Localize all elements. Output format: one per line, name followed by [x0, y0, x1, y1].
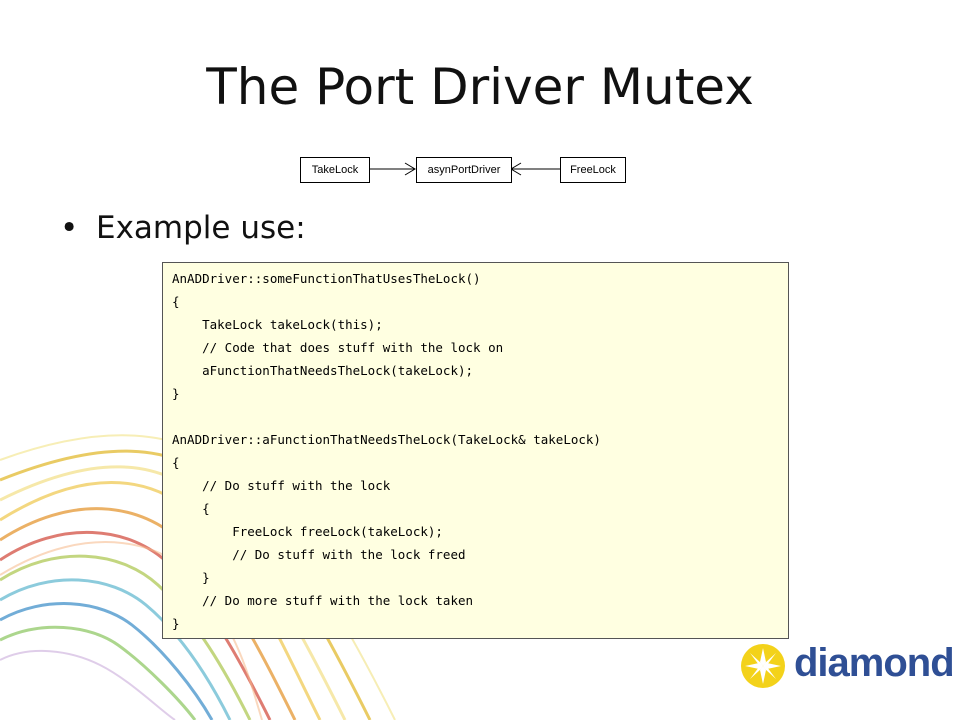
code-line: // Code that does stuff with the lock on — [172, 340, 504, 355]
code-line: // Do more stuff with the lock taken — [172, 593, 474, 608]
bullet-dot: • — [60, 210, 79, 246]
code-line: } — [172, 386, 180, 401]
code-line: } — [172, 616, 180, 631]
diagram-box-takelock: TakeLock — [300, 157, 370, 183]
code-line: { — [172, 455, 180, 470]
code-line: // Do stuff with the lock freed — [172, 547, 466, 562]
bullet-text: Example use: — [96, 210, 306, 246]
code-line: { — [172, 294, 180, 309]
code-block: AnADDriver::someFunctionThatUsesTheLock(… — [162, 262, 789, 639]
logo-wordmark: diamond — [794, 641, 955, 685]
code-line: // Do stuff with the lock — [172, 478, 391, 493]
code-line: AnADDriver::someFunctionThatUsesTheLock(… — [172, 271, 481, 286]
code-line: aFunctionThatNeedsTheLock(takeLock); — [172, 363, 474, 378]
code-line: FreeLock freeLock(takeLock); — [172, 524, 443, 539]
code-line: TakeLock takeLock(this); — [172, 317, 383, 332]
code-line — [172, 405, 788, 428]
code-line: } — [172, 570, 210, 585]
diamond-sun-icon — [741, 644, 785, 688]
bullet-item: • Example use: — [60, 210, 306, 246]
code-line: { — [172, 501, 210, 516]
code-line: AnADDriver::aFunctionThatNeedsTheLock(Ta… — [172, 432, 601, 447]
diagram-box-asynportdriver: asynPortDriver — [416, 157, 512, 183]
diagram-box-freelock: FreeLock — [560, 157, 626, 183]
slide-title: The Port Driver Mutex — [206, 58, 754, 116]
